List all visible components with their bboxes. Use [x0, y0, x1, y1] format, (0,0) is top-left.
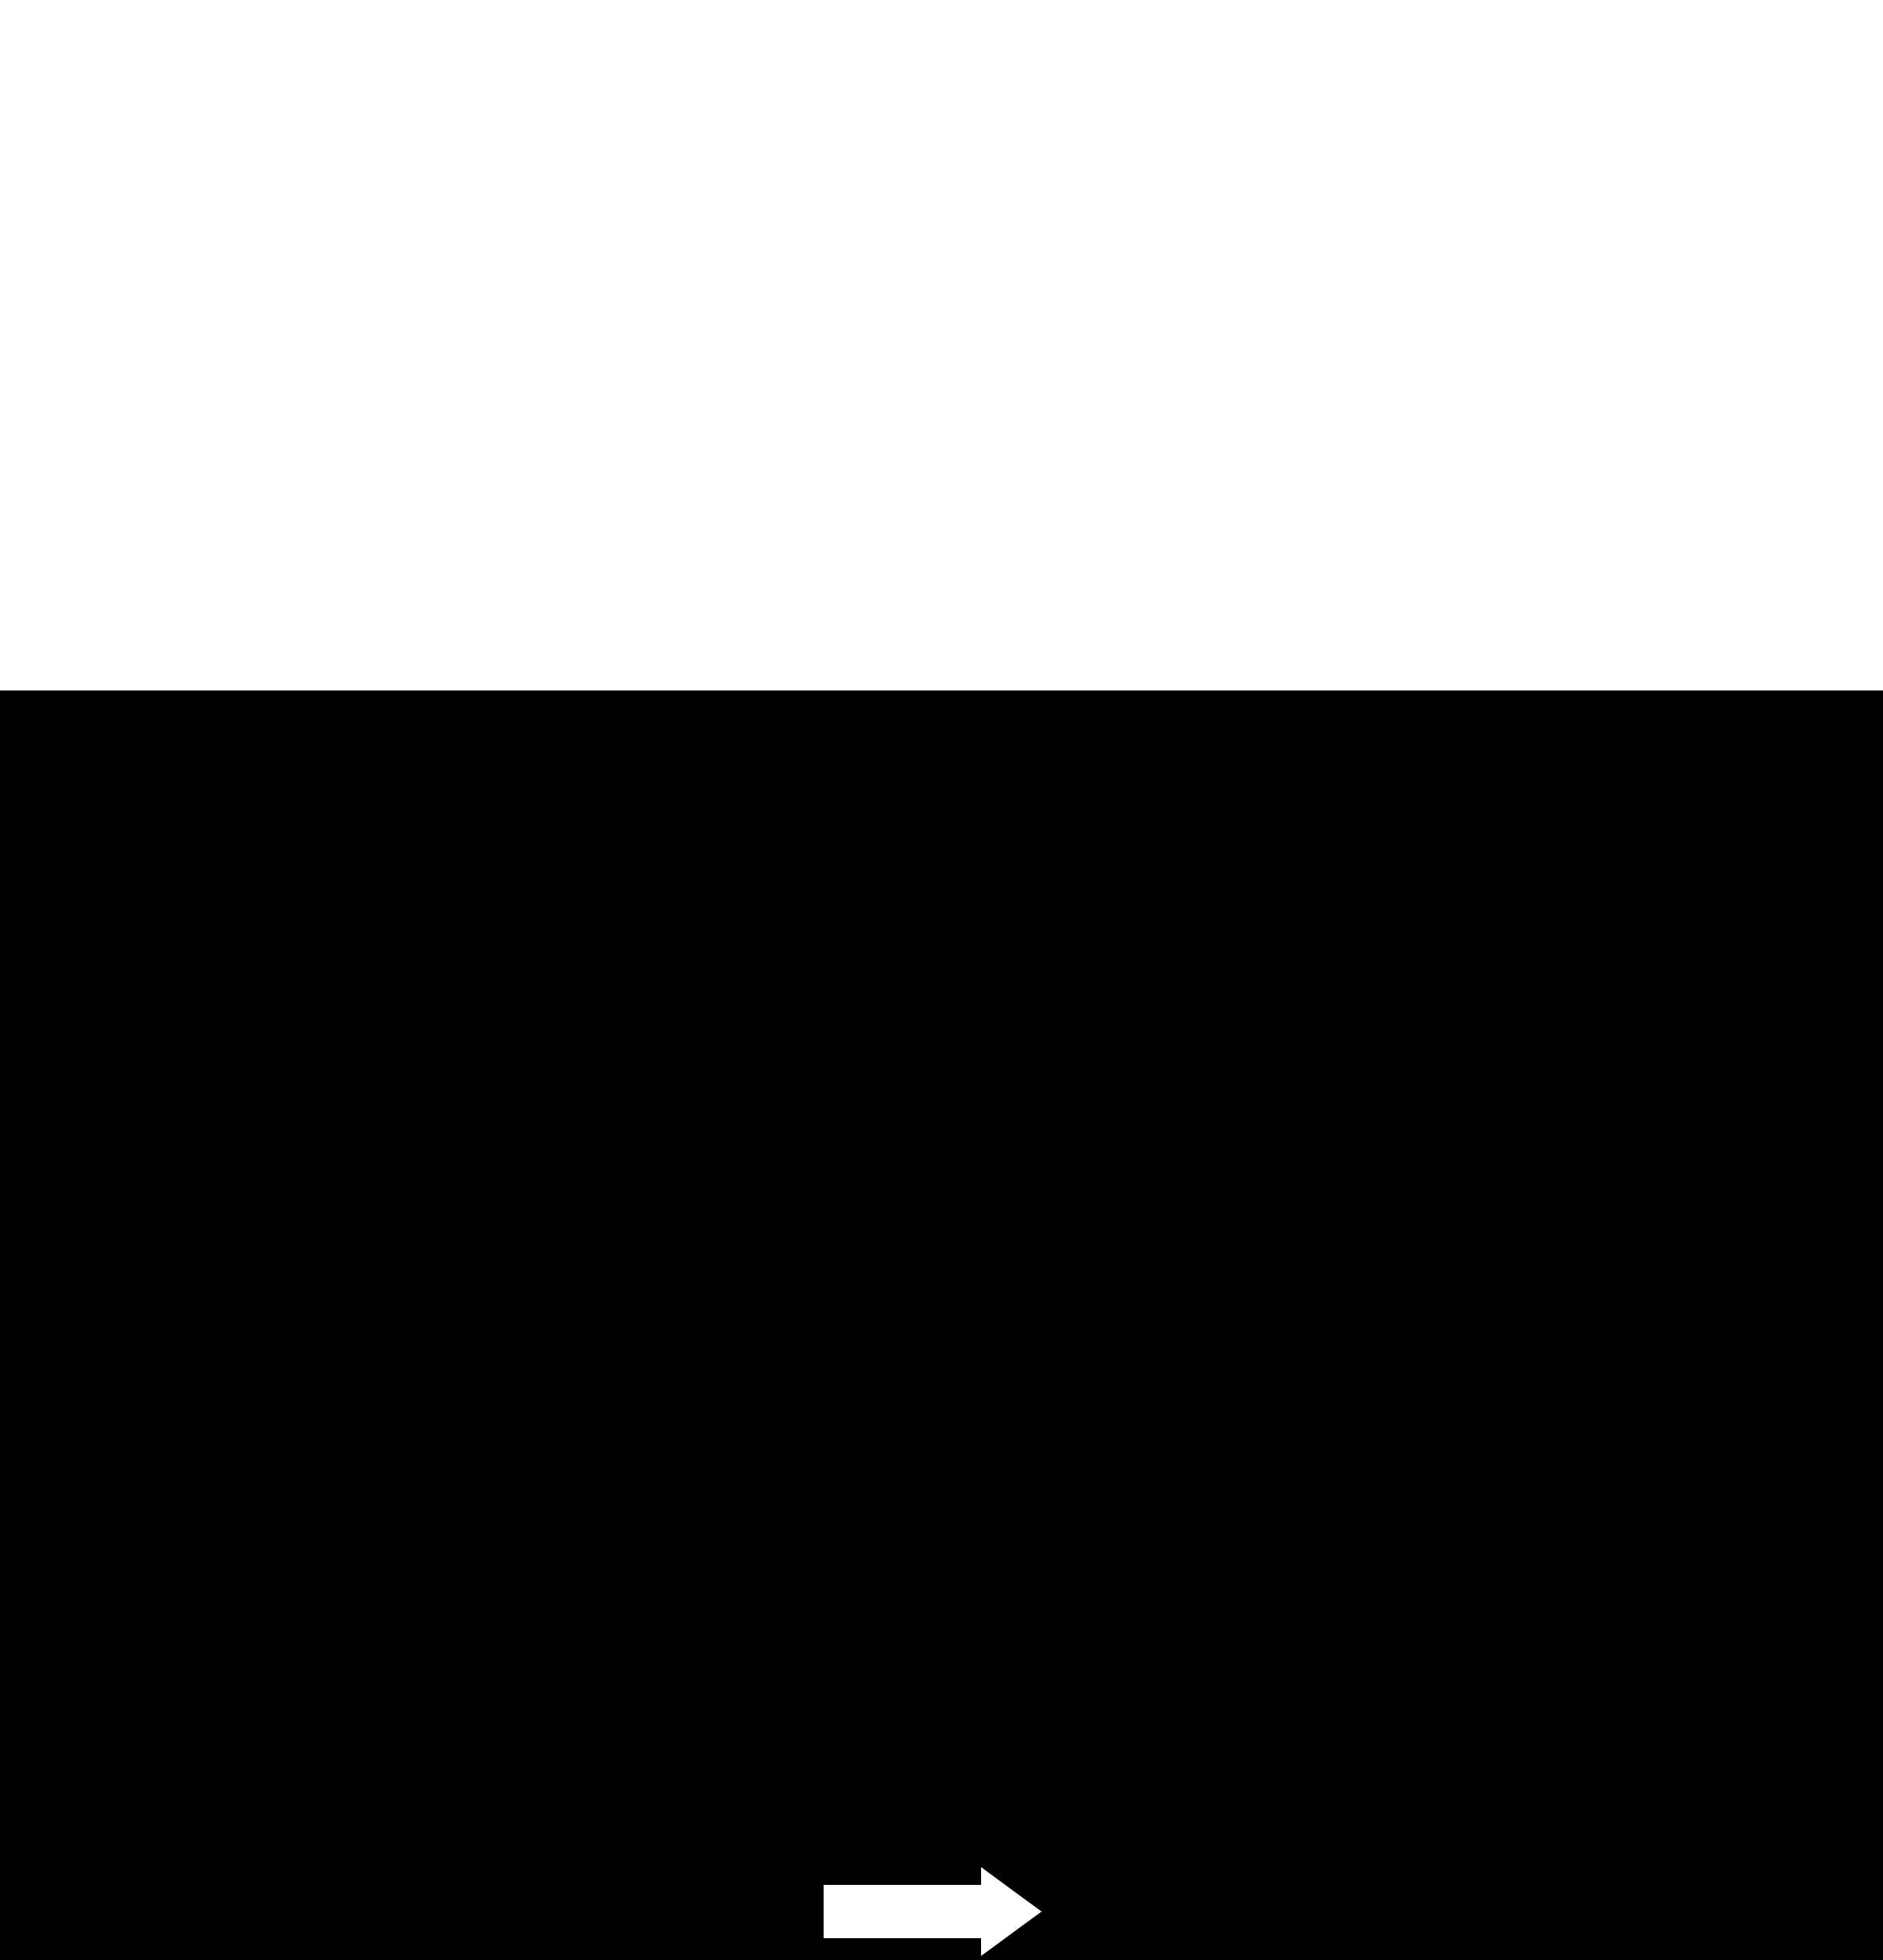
graph-panel	[0, 0, 1883, 690]
feature-matrix-panel	[0, 690, 1883, 1956]
graph-edges-and-nodes	[0, 0, 1883, 690]
right-arrow-icon	[824, 1867, 1042, 1956]
